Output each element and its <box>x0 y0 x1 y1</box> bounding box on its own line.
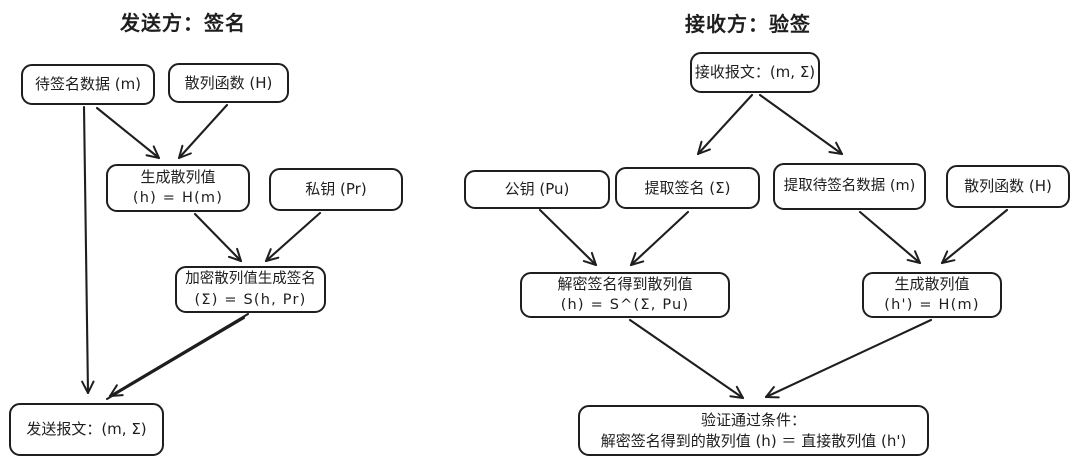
node-private-key: 私钥 (Pr) <box>269 168 403 211</box>
node-verify-condition-label: 验证通过条件： <box>700 410 806 429</box>
node-public-key-label: 公钥 (Pu) <box>504 180 570 198</box>
arrow-genhash-to-verify <box>764 318 933 399</box>
node-hash-function-receiver: 散列函数 (H) <box>946 165 1070 208</box>
node-hash-function-sender-label: 散列函数 (H) <box>184 73 273 92</box>
node-generate-hash-receiver: 生成散列值 (h') = H(m) <box>862 272 1002 318</box>
node-data-to-sign-label: 待签名数据 (m) <box>34 75 142 93</box>
node-decrypt-signature-hash-label: 解密签名得到散列值 <box>557 275 693 294</box>
node-verify-condition: 验证通过条件： 解密签名得到的散列值 (h) ＝ 直接散列值 (h') <box>578 405 929 456</box>
node-private-key-label: 私钥 (Pr) <box>305 180 367 198</box>
node-public-key: 公钥 (Pu) <box>464 170 610 209</box>
arrow-hashfn-to-genhash-r <box>940 208 1009 265</box>
node-send-message: 发送报文：(m, Σ) <box>9 403 164 456</box>
arrow-publickey-to-decrypt <box>538 208 598 267</box>
node-decrypt-signature-hash: 解密签名得到散列值 (h) = S^(Σ, Pu) <box>520 272 730 318</box>
node-hash-function-receiver-label: 散列函数 (H) <box>964 177 1052 195</box>
sender-flow-title: 发送方：签名 <box>120 11 246 35</box>
arrow-genhash-to-encrypt <box>193 212 243 263</box>
node-extract-data: 提取待签名数据 (m) <box>773 163 926 210</box>
node-generate-hash-sender-label: 生成散列值 <box>140 168 216 187</box>
node-verify-condition-formula: 解密签名得到的散列值 (h) ＝ 直接散列值 (h') <box>600 431 907 450</box>
arrow-decrypt-to-verify <box>628 318 745 400</box>
node-generate-hash-sender: 生成散列值 (h) = H(m) <box>106 164 250 212</box>
node-extract-data-label: 提取待签名数据 (m) <box>783 178 916 195</box>
arrow-encrypt-to-sendmsg-stroke2 <box>105 316 246 401</box>
node-generate-hash-receiver-label: 生成散列值 <box>894 275 970 294</box>
arrow-data-to-sendmsg <box>81 105 95 395</box>
node-hash-function-sender: 散列函数 (H) <box>168 63 289 103</box>
node-receive-message-label: 接收报文：(m, Σ) <box>694 63 816 81</box>
node-encrypt-hash-sign-formula: (Σ) = S(h, Pr) <box>194 291 307 308</box>
arrow-recvmsg-to-extractdata <box>758 93 844 156</box>
arrow-hashfn-to-genhash <box>177 103 229 160</box>
node-encrypt-hash-sign-label: 加密散列值生成签名 <box>185 271 316 288</box>
arrow-extractsig-to-decrypt <box>629 210 690 267</box>
node-extract-signature: 提取签名 (Σ) <box>615 167 760 209</box>
node-send-message-label: 发送报文：(m, Σ) <box>26 420 147 438</box>
node-generate-hash-receiver-formula: (h') = H(m) <box>884 297 980 314</box>
node-encrypt-hash-sign: 加密散列值生成签名 (Σ) = S(h, Pr) <box>175 266 326 313</box>
arrow-data-to-genhash <box>95 106 161 160</box>
arrow-privatekey-to-encrypt <box>264 211 322 263</box>
node-extract-signature-label: 提取签名 (Σ) <box>644 178 731 197</box>
arrow-extractdata-to-genhash <box>858 210 922 265</box>
node-decrypt-signature-hash-formula: (h) = S^(Σ, Pu) <box>560 297 690 314</box>
node-receive-message: 接收报文：(m, Σ) <box>690 52 820 93</box>
arrow-recvmsg-to-extractsig <box>696 93 754 156</box>
arrow-encrypt-to-sendmsg <box>108 312 250 398</box>
node-data-to-sign: 待签名数据 (m) <box>21 64 155 105</box>
node-generate-hash-sender-formula: (h) = H(m) <box>132 190 224 207</box>
receiver-flow-title: 接收方：验签 <box>685 12 811 36</box>
